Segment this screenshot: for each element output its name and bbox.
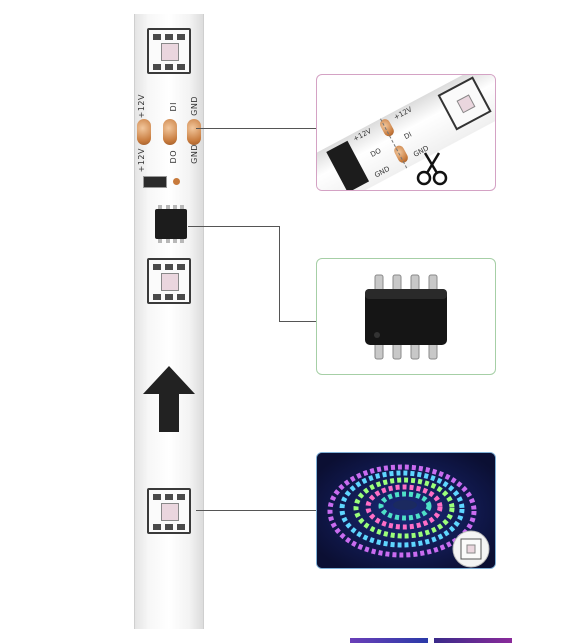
label-gnd-top: GND [190,96,199,116]
up-arrow-icon [143,366,195,432]
cut-label-gnd-a: GND [373,164,392,180]
swatch-right [434,638,512,643]
strip-closeup: +12V DO GND +12V DI GND [317,75,495,190]
chip-closeup [326,140,370,190]
connector-line-chip-b [279,226,280,322]
solder-pad-12v-top [137,119,151,145]
connector-line-chip-c [279,321,318,322]
led-chip-bottom [147,488,191,534]
ic-chip-strip [155,205,187,243]
label-gnd-bottom: GND [190,144,199,164]
connector-line-chip-a [188,226,280,227]
label-12v-top: +12V [137,94,146,119]
connector-line-cut [196,128,318,129]
scissors-icon [416,152,448,186]
ic-chip-closeup [365,274,447,360]
solder-pad-di [163,119,177,145]
connector-line-led [196,510,318,511]
cut-label-do: DO [369,146,383,159]
led-chip-middle [147,258,191,304]
solder-dot [173,178,180,185]
led-strip: +12V DI GND +12V DO GND [134,14,204,629]
callout-ic-chip [316,258,496,375]
swatch-left [350,638,428,643]
led-chip-top [147,28,191,74]
callout-cut-point: +12V DO GND +12V DI GND [316,74,496,191]
cut-label-di: DI [402,130,414,142]
cut-label-12v-b: +12V [392,105,414,122]
solder-pad-gnd-top [187,119,201,145]
label-12v-bottom: +12V [137,148,146,173]
resistor [143,176,167,188]
label-do: DO [169,150,178,164]
cut-line [380,117,409,169]
label-di: DI [169,102,178,112]
led-reel-image [317,453,495,568]
cut-label-12v-a: +12V [351,127,373,144]
led-closeup [437,76,492,131]
callout-led-reel [316,452,496,569]
